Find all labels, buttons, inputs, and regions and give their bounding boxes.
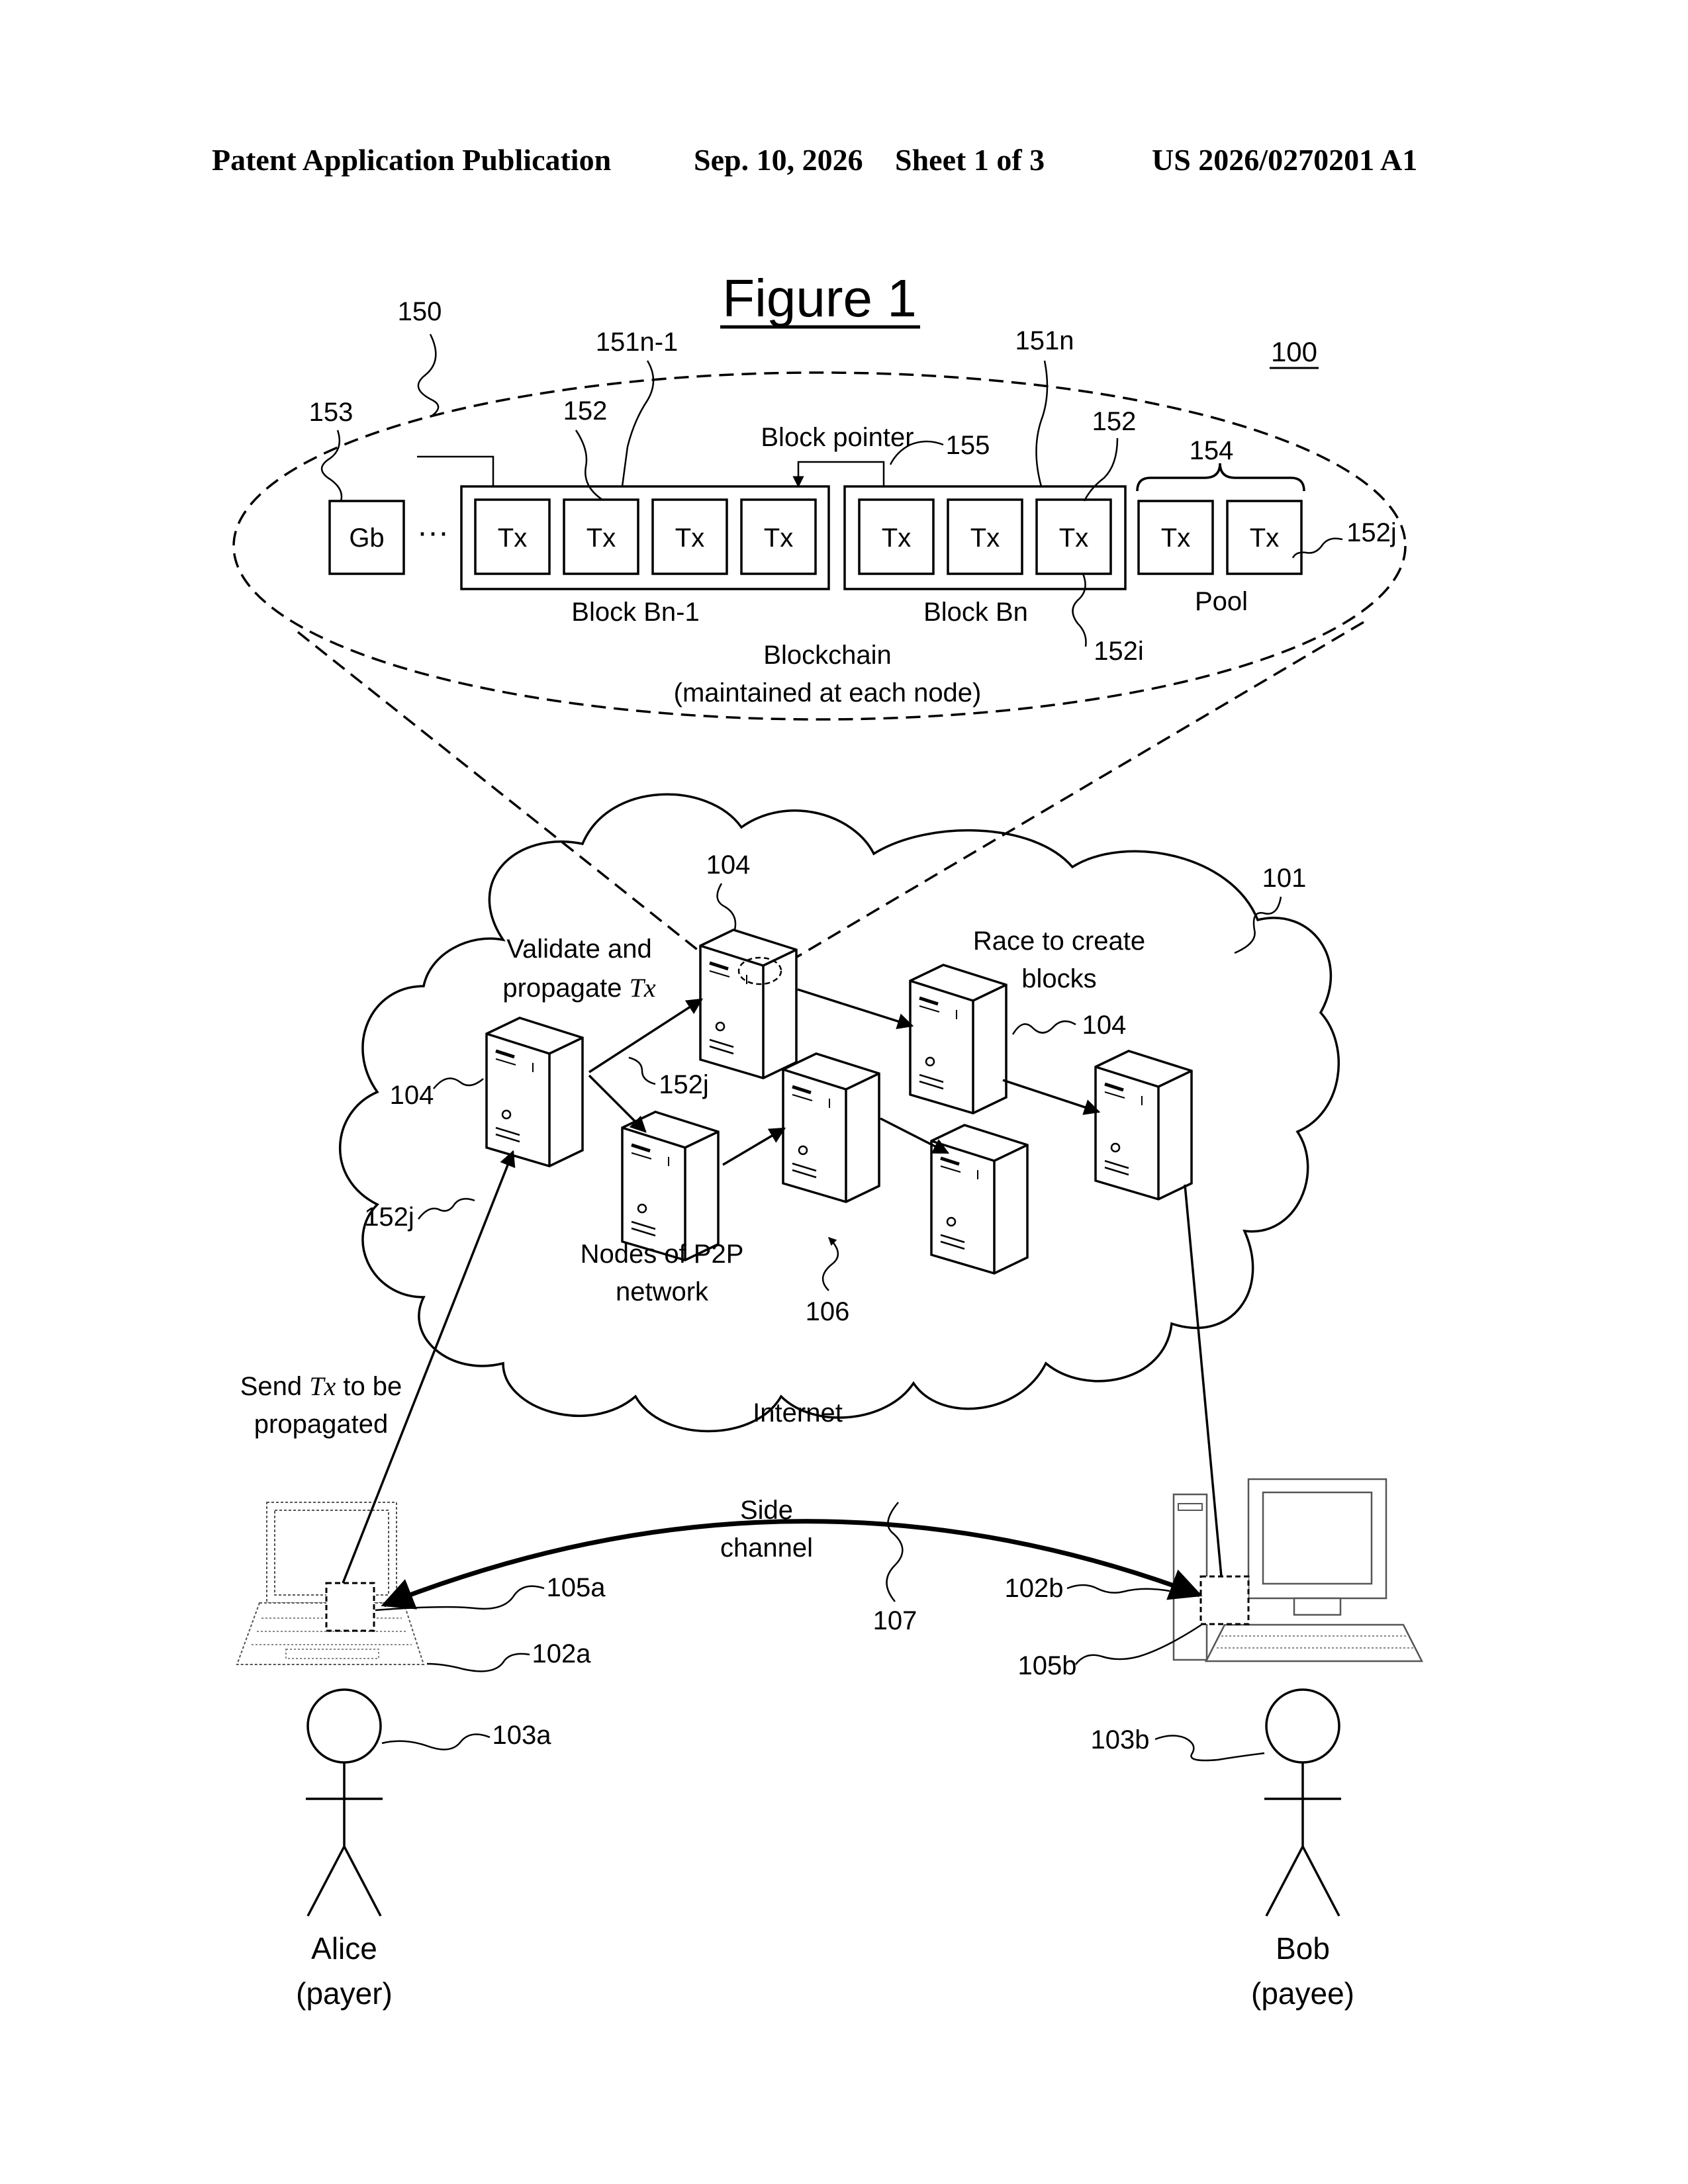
node-server	[783, 1054, 879, 1202]
p2p-ref: 106	[806, 1297, 850, 1326]
node-server	[622, 1112, 718, 1260]
send-tx-prefix: Send	[240, 1372, 310, 1401]
send-tx-label-2: propagated	[254, 1410, 388, 1439]
send-tx-suffix: to be	[336, 1372, 402, 1401]
block-pointer-ref: 155	[946, 431, 990, 460]
alice-person-ref-leader	[382, 1735, 490, 1750]
tx-label: Tx	[498, 523, 527, 553]
alice-device-ref-leader	[427, 1654, 530, 1671]
validate-label-2: propagate Tx	[502, 973, 656, 1003]
chain-ellipsis: ···	[417, 515, 449, 550]
bob-app-ref: 105b	[1018, 1651, 1077, 1680]
send-tx-label: Send Tx to be	[240, 1371, 402, 1401]
tx-label: Tx	[882, 523, 911, 553]
node-ref: 104	[390, 1081, 434, 1110]
tx-j-network-ref: 152j	[659, 1070, 709, 1099]
node-server-104-left	[487, 1018, 583, 1166]
alice-app-ref: 105a	[547, 1573, 606, 1602]
bob-device-ref-leader	[1067, 1585, 1170, 1593]
alice-name: Alice	[311, 1931, 377, 1966]
block-pointer-line	[798, 462, 884, 486]
alice-figure	[306, 1690, 383, 1916]
bob-person-ref-leader	[1155, 1735, 1264, 1760]
alice-device-ref: 102a	[532, 1639, 592, 1668]
p2p-nodes-label-2: network	[616, 1277, 709, 1306]
block-bn-label: Block Bn	[923, 598, 1028, 627]
pool-ref: 154	[1190, 436, 1234, 465]
tx-label: Tx	[1250, 523, 1279, 553]
tx-label: Tx	[1161, 523, 1190, 553]
alice-app-box	[326, 1583, 374, 1631]
validate-label: Validate and	[506, 934, 651, 964]
node-server-104-right	[910, 965, 1006, 1113]
p2p-nodes-label: Nodes of P2P	[581, 1240, 744, 1269]
block-prev-ref: 151n-1	[596, 328, 679, 357]
bob-app-box	[1201, 1576, 1248, 1624]
node-server	[931, 1125, 1027, 1273]
block-curr-ref: 151n	[1015, 326, 1074, 355]
tx-label: Tx	[675, 523, 704, 553]
block-curr-ref-leader	[1037, 361, 1048, 486]
tx-ref: 152	[1092, 407, 1137, 436]
bob-name: Bob	[1276, 1931, 1330, 1966]
genesis-block-label: Gb	[349, 523, 384, 553]
node-ref: 104	[706, 850, 751, 880]
node-ref: 104	[1082, 1011, 1127, 1040]
bob-figure	[1264, 1690, 1341, 1916]
node-server-104-top	[700, 930, 796, 1078]
bob-person-ref: 103b	[1091, 1725, 1150, 1754]
tx-j-ref: 152j	[1346, 518, 1397, 547]
tx-label: Tx	[586, 523, 616, 553]
race-label-2: blocks	[1021, 964, 1096, 993]
block-prev-ref-leader	[622, 361, 653, 486]
tx-label: Tx	[764, 523, 793, 553]
tx-label: Tx	[1059, 523, 1088, 553]
block-bn-1-label: Block Bn-1	[571, 598, 699, 627]
figure-title: Figure 1	[722, 269, 916, 328]
side-channel-ref: 107	[873, 1606, 917, 1635]
tx-label: Tx	[970, 523, 1000, 553]
genesis-ref-leader	[322, 430, 342, 501]
side-channel-label: Side	[740, 1496, 793, 1525]
tx-i-ref: 152i	[1094, 637, 1144, 666]
bob-desktop	[1174, 1479, 1422, 1661]
validate-label-tx: Tx	[630, 973, 656, 1003]
internet-label: Internet	[753, 1398, 843, 1428]
block-pointer-label: Block pointer	[761, 423, 914, 452]
alice-person-ref: 103a	[492, 1721, 552, 1750]
bob-role: (payee)	[1251, 1976, 1354, 2011]
blockchain-ref: 150	[398, 297, 442, 326]
race-label: Race to create	[973, 927, 1145, 956]
genesis-link-line	[417, 457, 493, 486]
pool-label: Pool	[1195, 587, 1248, 616]
blockchain-ref-leader	[418, 334, 438, 417]
system-ref: 100	[1271, 336, 1317, 367]
network-ref: 101	[1262, 864, 1307, 893]
tx-ref-leader	[1084, 438, 1117, 501]
tx-ref: 152	[563, 396, 608, 426]
genesis-ref: 153	[309, 398, 353, 427]
alice-role: (payer)	[296, 1976, 393, 2011]
send-tx-tx: Tx	[309, 1371, 336, 1401]
validate-label-prefix: propagate	[502, 974, 629, 1003]
side-channel-label-2: channel	[720, 1533, 813, 1563]
send-tx-ref: 152j	[364, 1203, 414, 1232]
blockchain-caption-sub: (maintained at each node)	[674, 678, 982, 707]
tx-ref-leader	[576, 430, 602, 500]
node-server	[1096, 1051, 1192, 1199]
blockchain-caption: Blockchain	[763, 641, 891, 670]
bob-device-ref: 102b	[1005, 1574, 1064, 1603]
pool-brace	[1137, 463, 1304, 491]
tx-i-ref-leader	[1073, 574, 1086, 647]
side-channel-ref-leader	[887, 1502, 903, 1602]
